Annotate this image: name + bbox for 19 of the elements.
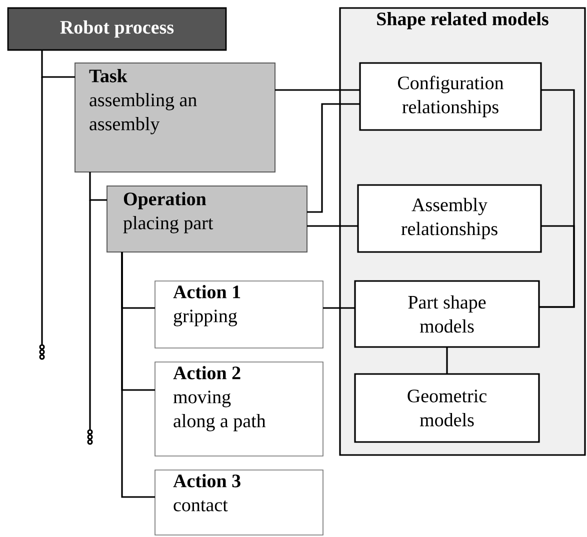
connector-line: [307, 225, 358, 227]
model-box: Geometric models: [354, 373, 540, 443]
connector-line: [275, 89, 360, 91]
connector-line: [323, 307, 355, 309]
process-box: Operation placing part: [106, 186, 308, 252]
process-box: Task assembling an assembly: [74, 62, 276, 172]
connector-line: [41, 50, 75, 78]
connector-line: [539, 225, 575, 308]
model-box: Part shape models: [354, 280, 540, 348]
action-box: Action 3 contact: [154, 470, 324, 536]
connector-line: [89, 172, 107, 201]
model-box: Assembly relationships: [357, 184, 542, 253]
action-box: Action 2 moving along a path: [154, 362, 324, 456]
header-box: Robot process: [7, 7, 227, 51]
connector-line: [307, 103, 360, 213]
action-box: Action 1 gripping: [154, 280, 324, 348]
connector-line: [121, 252, 155, 498]
model-box: Configuration relationships: [359, 62, 542, 131]
connector-line: [446, 347, 448, 374]
